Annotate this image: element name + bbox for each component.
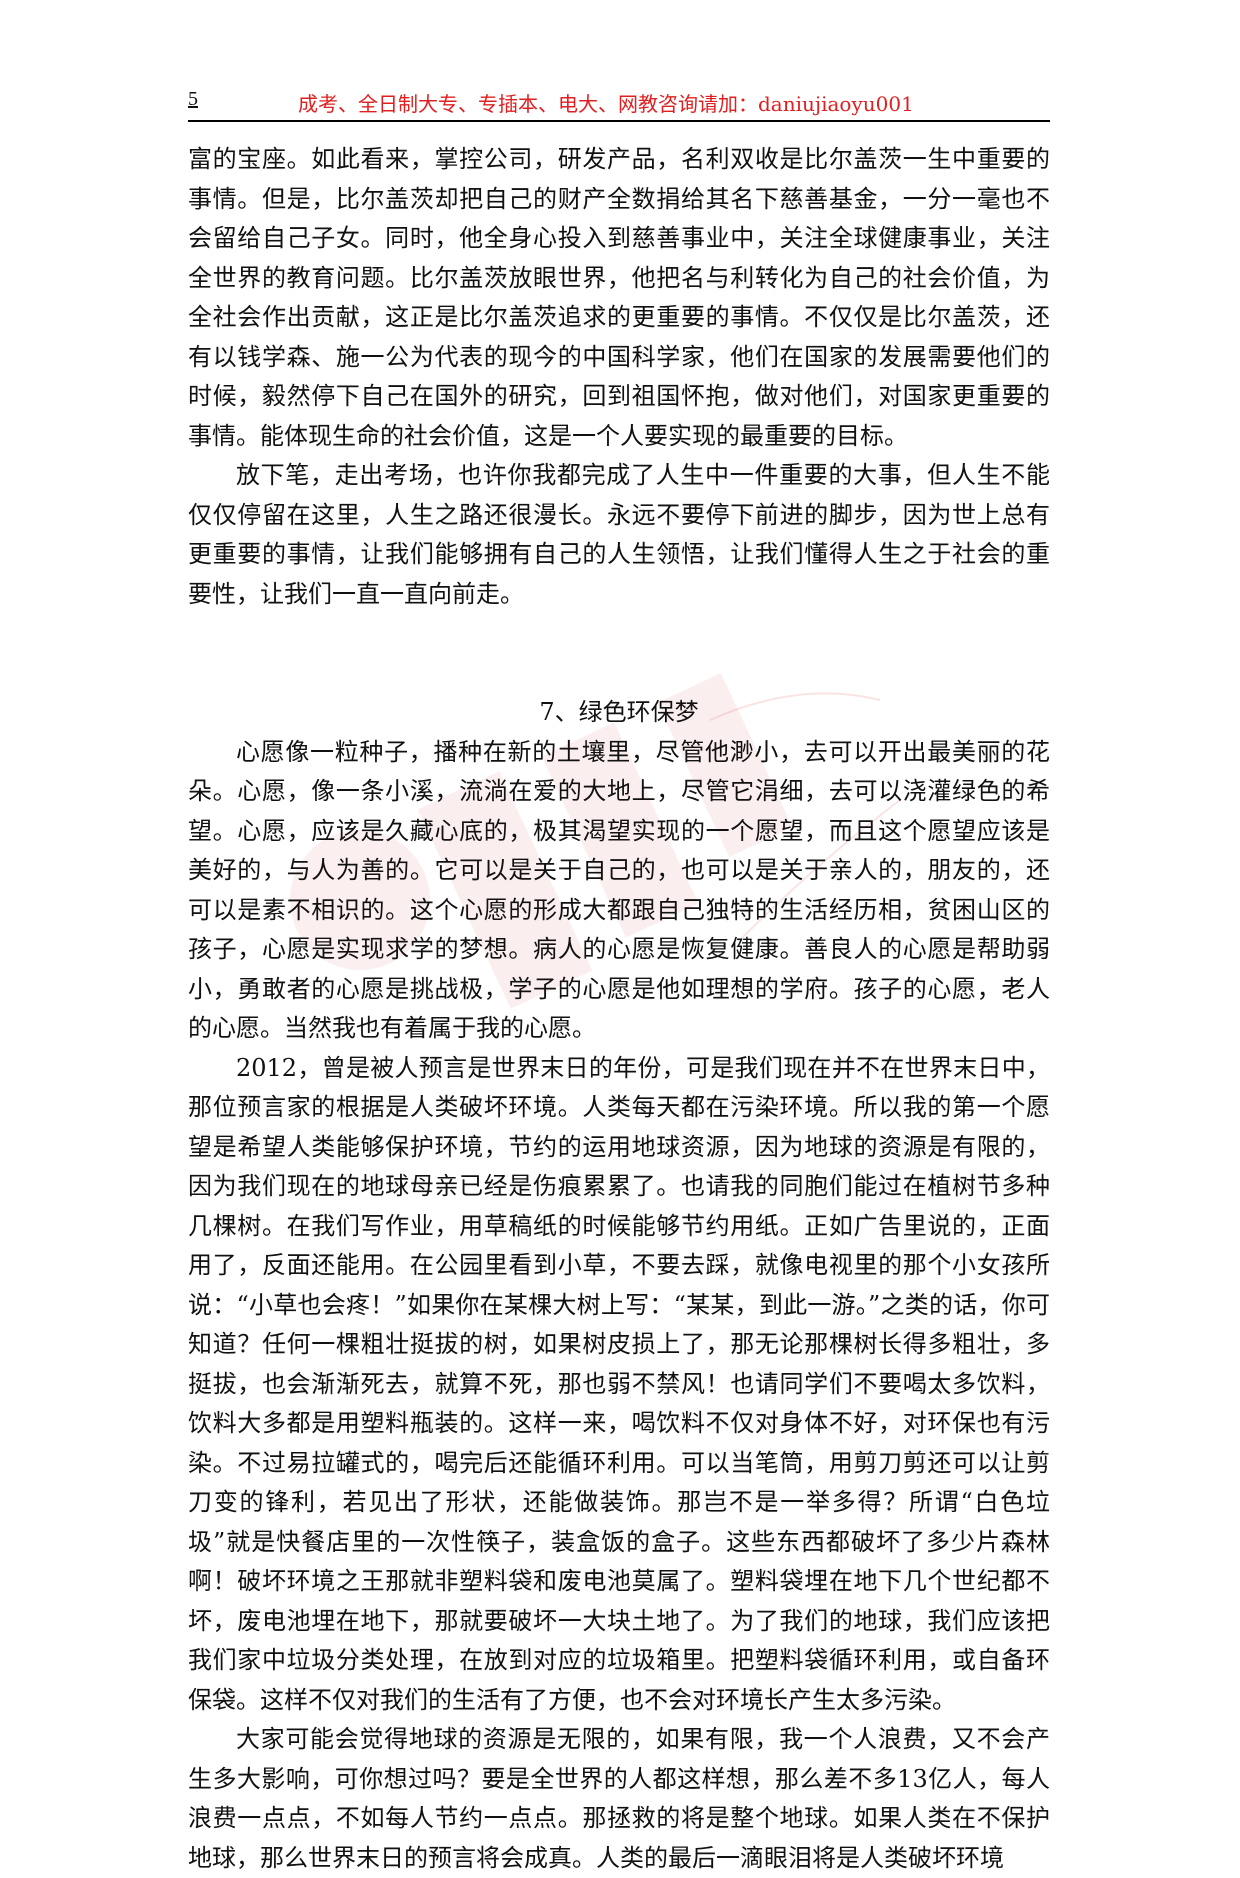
document-body: 富的宝座。如此看来，掌控公司，研发产品，名利双收是比尔盖茨一生中重要的事情。但是… [188,140,1050,1878]
paragraph: 2012，曾是被人预言是世界末日的年份，可是我们现在并不在世界末日中，那位预言家… [188,1053,1050,1714]
paragraph: 心愿像一粒种子，播种在新的土壤里，尽管他渺小，去可以开出最美丽的花朵。心愿，像一… [188,737,1050,1043]
paragraph: 放下笔，走出考场，也许你我都完成了人生中一件重要的大事，但人生不能仅仅停留在这里… [188,461,1050,608]
document-page: 5 成考、全日制大专、专插本、电大、网教咨询请加：daniujiaoyu001 … [188,86,1050,1872]
page-number: 5 [188,88,198,110]
section-title: 7、绿色环保梦 [539,698,699,726]
header-contact-text: 成考、全日制大专、专插本、电大、网教咨询请加：daniujiaoyu001 [298,92,914,116]
page-header: 5 成考、全日制大专、专插本、电大、网教咨询请加：daniujiaoyu001 [188,86,1050,122]
paragraph: 大家可能会觉得地球的资源是无限的，如果有限，我一个人浪费，又不会产生多大影响，可… [188,1725,1050,1872]
paragraph-continued: 富的宝座。如此看来，掌控公司，研发产品，名利双收是比尔盖茨一生中重要的事情。但是… [188,145,1050,450]
